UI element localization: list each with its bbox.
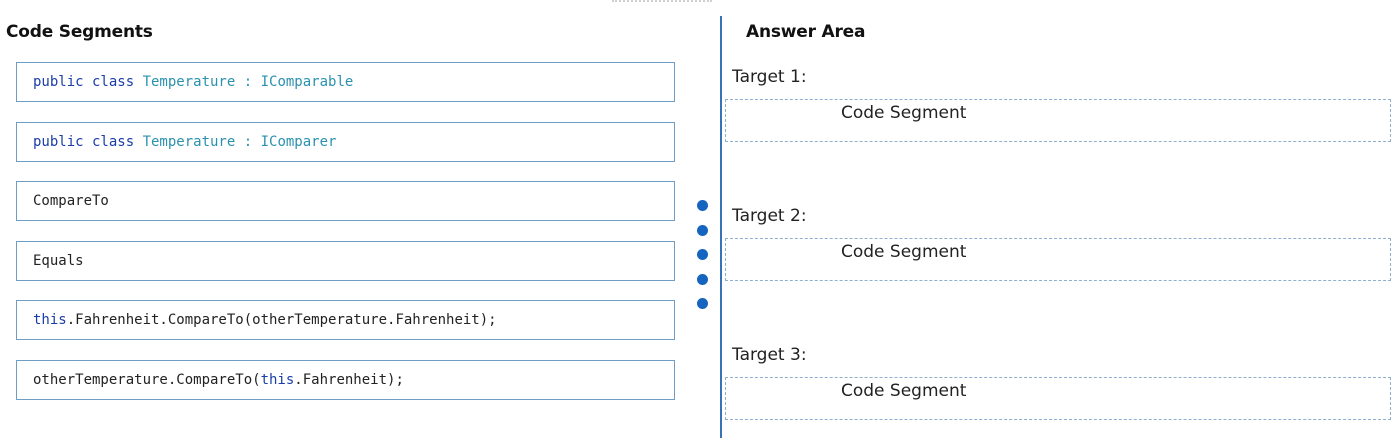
segment-text: Equals xyxy=(33,253,84,269)
top-decoration xyxy=(612,0,712,6)
segment-text: CompareTo xyxy=(33,193,109,209)
segment-type: Temperature xyxy=(142,134,236,150)
code-segments-pane: Code Segments public class Temperature :… xyxy=(6,22,675,400)
segment-keyword: public class xyxy=(33,74,143,90)
segment-separator: : xyxy=(235,134,261,150)
code-segment-other-compareto[interactable]: otherTemperature.CompareTo( this .Fahren… xyxy=(16,360,675,400)
segment-text: .Fahrenheit); xyxy=(294,372,404,388)
code-segments-title: Code Segments xyxy=(6,22,153,42)
code-segment-iComparable[interactable]: public class Temperature : IComparable xyxy=(16,62,675,102)
dot xyxy=(697,273,708,285)
target-2-placeholder: Code Segment xyxy=(841,242,967,262)
segment-interface: IComparer xyxy=(260,134,337,150)
dot xyxy=(697,298,708,309)
segment-keyword: this xyxy=(260,372,295,388)
dot xyxy=(697,224,708,236)
target-3-dropzone[interactable]: Code Segment xyxy=(725,377,1391,420)
drag-handle-icon[interactable] xyxy=(697,200,709,323)
dot xyxy=(697,249,708,260)
code-segment-equals[interactable]: Equals xyxy=(16,241,675,281)
target-1-placeholder: Code Segment xyxy=(841,103,967,123)
target-2-label: Target 2: xyxy=(732,206,807,226)
code-segment-compareto[interactable]: CompareTo xyxy=(16,181,675,221)
code-segment-iComparer[interactable]: public class Temperature : IComparer xyxy=(16,122,675,162)
target-3-placeholder: Code Segment xyxy=(841,381,967,401)
pane-divider xyxy=(720,16,722,438)
target-1-dropzone[interactable]: Code Segment xyxy=(725,99,1391,142)
segment-keyword: this xyxy=(33,312,67,328)
segment-interface: IComparable xyxy=(260,74,354,90)
segment-keyword: public class xyxy=(33,134,143,150)
target-1-label: Target 1: xyxy=(732,67,807,87)
segment-text: otherTemperature.CompareTo( xyxy=(33,372,261,388)
segment-separator: : xyxy=(235,74,261,90)
target-3-label: Target 3: xyxy=(732,345,807,365)
code-segment-this-compareto[interactable]: this .Fahrenheit.CompareTo(otherTemperat… xyxy=(16,300,675,340)
dot xyxy=(697,200,708,211)
answer-area-title: Answer Area xyxy=(746,22,866,42)
segment-type: Temperature xyxy=(142,74,236,90)
segment-text: .Fahrenheit.CompareTo(otherTemperature.F… xyxy=(66,312,497,328)
target-2-dropzone[interactable]: Code Segment xyxy=(725,238,1391,281)
